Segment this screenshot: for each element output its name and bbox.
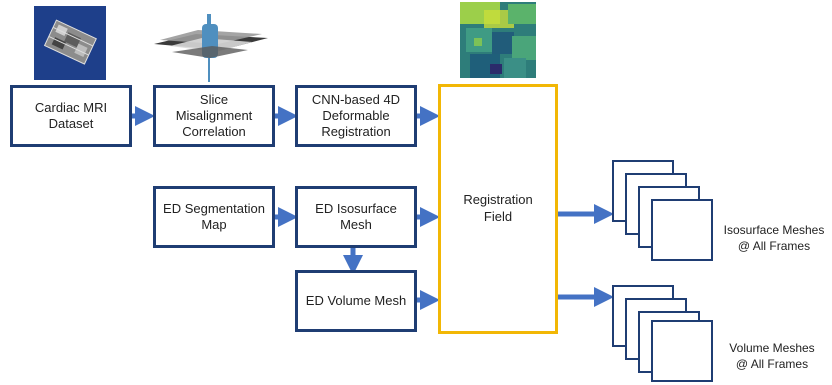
- volume-meshes-label: Volume Meshes @ All Frames: [729, 341, 815, 372]
- ed-volume-mesh-box: ED Volume Mesh: [295, 270, 417, 332]
- registration-field-box: Registration Field: [438, 84, 558, 334]
- cardiac-mri-dataset-box: Cardiac MRI Dataset: [10, 85, 132, 147]
- cnn-registration-box: CNN-based 4D Deformable Registration: [295, 85, 417, 147]
- ed-isosurface-box: ED Isosurface Mesh: [295, 186, 417, 248]
- registration-field-heatmap-thumbnail: [460, 2, 536, 78]
- misaligned-slices-3d-thumbnail: [154, 14, 268, 82]
- ed-segmentation-box: ED Segmentation Map: [153, 186, 275, 248]
- isosurface-meshes-label: Isosurface Meshes @ All Frames: [723, 223, 825, 254]
- slice-misalignment-box: Slice Misalignment Correlation: [153, 85, 275, 147]
- mri-slice-stack-thumbnail: [34, 6, 106, 80]
